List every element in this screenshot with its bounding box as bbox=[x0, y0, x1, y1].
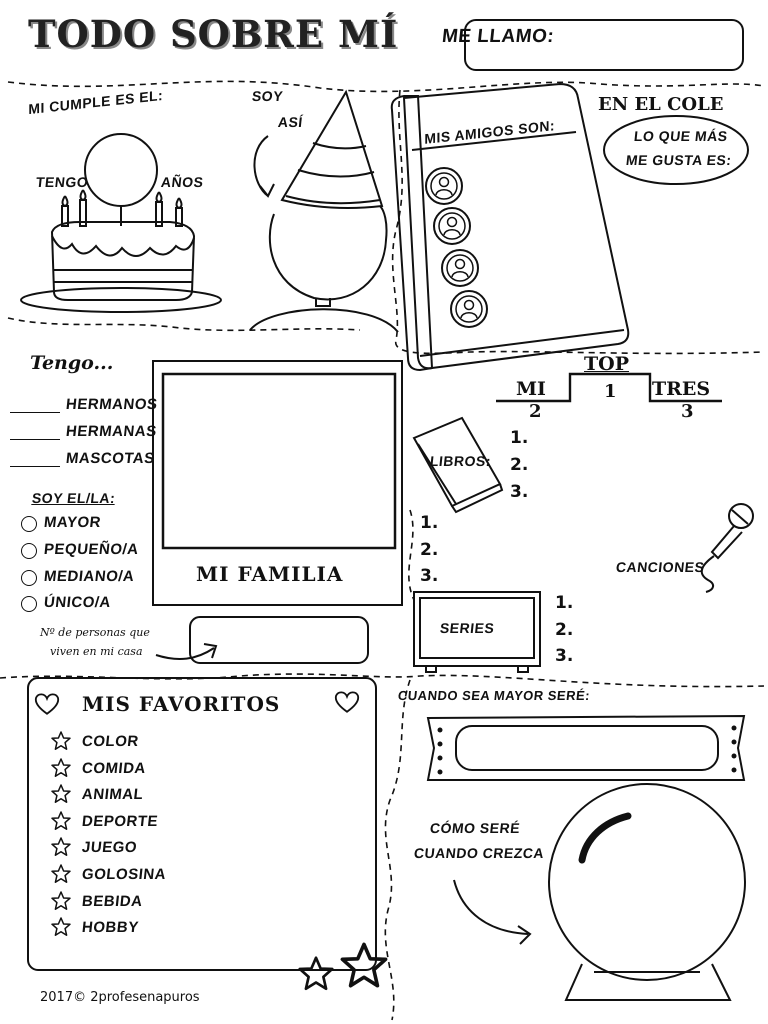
household-label-1: Nº de personas que bbox=[40, 626, 150, 639]
household-count-box[interactable] bbox=[189, 616, 369, 664]
songs-label: CANCIONES bbox=[615, 559, 706, 575]
book-icon bbox=[412, 416, 504, 514]
age-suffix: AÑOS bbox=[160, 174, 205, 190]
star-icon bbox=[51, 890, 71, 910]
count-blank[interactable] bbox=[10, 439, 60, 440]
future-label: CUANDO SEA MAYOR SERÉ: bbox=[397, 688, 591, 703]
party-hat-portrait-illustration bbox=[249, 89, 399, 333]
star-decoration-small bbox=[298, 956, 334, 991]
books-label: LIBROS: bbox=[429, 453, 492, 469]
rank-number: 1. bbox=[420, 513, 439, 533]
person-icon bbox=[433, 207, 471, 245]
microphone-icon bbox=[700, 503, 754, 593]
order-option: PEQUEÑO/A bbox=[43, 541, 140, 558]
copyright: 2017© 2profesenapuros bbox=[40, 990, 200, 1005]
podium-place: 2 bbox=[529, 401, 542, 422]
favorites-frame bbox=[27, 677, 377, 971]
age-prefix: TENGO bbox=[35, 174, 90, 190]
favorite-label: COMIDA bbox=[81, 759, 147, 777]
siblings-item: HERMANAS bbox=[65, 423, 158, 440]
person-icon bbox=[450, 290, 488, 328]
radio-option[interactable] bbox=[21, 516, 37, 532]
star-icon bbox=[51, 811, 71, 830]
radio-option[interactable] bbox=[21, 596, 37, 612]
favorite-label: ANIMAL bbox=[81, 786, 145, 804]
friends-notebook-illustration bbox=[390, 82, 630, 372]
star-decoration-large bbox=[340, 942, 388, 988]
likes-label-1: LO QUE MÁS bbox=[633, 128, 729, 144]
person-icon bbox=[425, 167, 463, 205]
rank-number: 2. bbox=[555, 620, 574, 640]
star-icon bbox=[51, 757, 71, 777]
series-label: SERIES bbox=[439, 620, 496, 636]
podium-place: 1 bbox=[604, 381, 617, 402]
heart-icon-left bbox=[34, 693, 60, 715]
favorite-label: GOLOSINA bbox=[81, 865, 167, 883]
career-banner bbox=[426, 714, 746, 781]
favorite-label: HOBBY bbox=[81, 919, 140, 937]
top3-title: TOP bbox=[584, 353, 629, 375]
portrait-label-1: SOY bbox=[251, 88, 284, 104]
crystal-label-2: CUANDO CREZCA bbox=[413, 845, 546, 861]
siblings-title: Tengo... bbox=[30, 352, 114, 374]
star-icon bbox=[51, 837, 71, 857]
favorite-label: BEBIDA bbox=[81, 892, 144, 910]
top3-right-word: TRES bbox=[652, 378, 711, 400]
rank-number: 1. bbox=[555, 593, 574, 613]
rank-number: 2. bbox=[510, 455, 529, 475]
crystal-ball-illustration bbox=[453, 783, 746, 1001]
rank-number: 1. bbox=[510, 428, 529, 448]
rank-number: 3. bbox=[555, 646, 574, 666]
rank-number: 3. bbox=[420, 566, 439, 586]
count-blank[interactable] bbox=[10, 466, 60, 467]
radio-option[interactable] bbox=[21, 543, 37, 559]
order-title: SOY EL/LA: bbox=[31, 490, 117, 506]
star-icon bbox=[51, 917, 71, 937]
order-option: MEDIANO/A bbox=[43, 568, 136, 585]
likes-bubble bbox=[603, 115, 749, 185]
top3-left-word: MI bbox=[516, 378, 546, 400]
rank-number: 3. bbox=[510, 482, 529, 502]
crystal-label-1: CÓMO SERÉ bbox=[429, 820, 521, 836]
family-photo-frame bbox=[152, 360, 403, 606]
page-title: TODO SOBRE MÍ bbox=[28, 12, 399, 56]
household-label-2: viven en mi casa bbox=[50, 645, 143, 658]
favorites-title: MIS FAVORITOS bbox=[82, 692, 281, 716]
order-option: MAYOR bbox=[43, 514, 102, 531]
favorite-label: JUEGO bbox=[81, 839, 138, 857]
podium-place: 3 bbox=[681, 401, 694, 422]
siblings-item: MASCOTAS bbox=[65, 450, 156, 467]
likes-label-2: ME GUSTA ES: bbox=[625, 152, 733, 168]
birthday-cake-illustration bbox=[20, 133, 222, 313]
name-field[interactable] bbox=[464, 19, 744, 71]
star-icon bbox=[51, 864, 71, 883]
portrait-label-2: ASÍ bbox=[277, 114, 304, 130]
person-icon bbox=[441, 249, 479, 287]
order-option: ÚNICO/A bbox=[43, 594, 112, 611]
star-icon bbox=[51, 731, 71, 750]
siblings-item: HERMANOS bbox=[65, 396, 159, 413]
podium-illustration bbox=[496, 372, 722, 403]
favorite-label: COLOR bbox=[81, 733, 140, 750]
tv-icon bbox=[413, 591, 541, 673]
family-label: MI FAMILIA bbox=[196, 562, 344, 586]
household-arrow bbox=[155, 647, 215, 661]
favorite-label: DEPORTE bbox=[81, 812, 159, 830]
radio-option[interactable] bbox=[21, 570, 37, 586]
rank-number: 2. bbox=[420, 540, 439, 560]
career-field[interactable] bbox=[456, 726, 718, 770]
heart-icon-right bbox=[334, 691, 360, 713]
count-blank[interactable] bbox=[10, 412, 60, 413]
star-icon bbox=[51, 784, 71, 804]
school-title: EN EL COLE bbox=[598, 94, 724, 115]
